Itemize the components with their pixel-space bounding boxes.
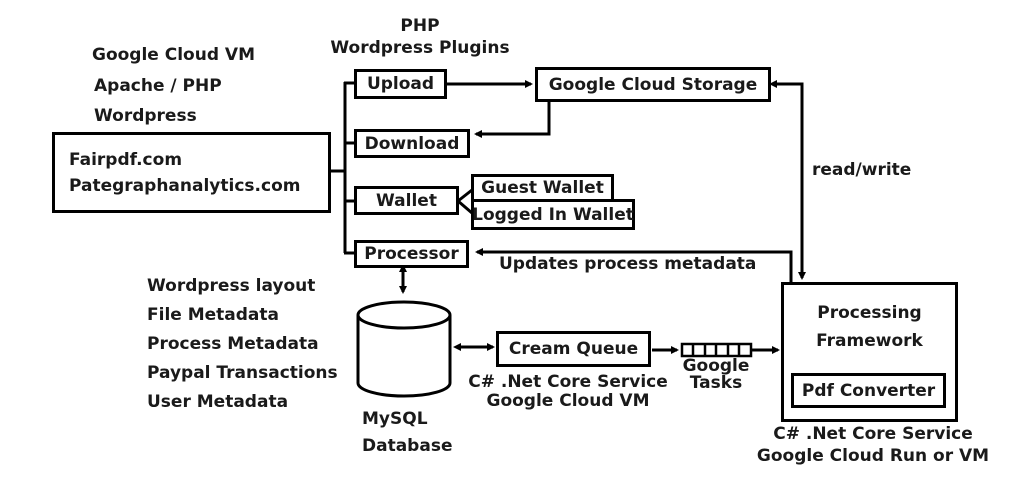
logged-in-wallet-node[interactable]: Logged In Wallet [471,199,635,230]
updates-metadata-label: Updates process metadata [499,254,757,274]
processing-framework-line2: Framework [816,331,923,351]
queue-service-line1: C# .Net Core Service [468,372,668,392]
edge-wallet-guest [457,188,473,203]
processor-node[interactable]: Processor [354,240,469,268]
edge-storage-framework [769,80,806,280]
edge-framework-processor [475,248,793,282]
web-stack-label-3: Wordpress [94,106,197,126]
processing-framework-line1: Processing [817,303,922,323]
php-plugins-label-line2: Wordpress Plugins [330,38,510,58]
queue-service-line2: Google Cloud VM [486,391,650,411]
edge-wallet-logged [457,199,473,215]
db-name-line1: MySQL [362,409,428,429]
framework-service-line1: C# .Net Core Service [773,424,973,444]
php-plugins-label-line1: PHP [400,16,440,36]
google-tasks-label-line2: Tasks [689,373,743,393]
upload-node[interactable]: Upload [354,69,447,99]
google-tasks-queue-icon [680,342,753,358]
web-stack-label-1: Google Cloud VM [92,45,256,65]
db-content-label-1: Wordpress layout [147,276,316,296]
db-content-label-3: Process Metadata [147,334,319,354]
cream-queue-node[interactable]: Cream Queue [496,331,651,367]
framework-service-line2: Google Cloud Run or VM [756,446,990,466]
sites-node-line1: Fairpdf.com [69,149,183,170]
edge-storage-download [474,99,551,138]
pdf-converter-node[interactable]: Pdf Converter [791,373,946,408]
sites-node[interactable]: Fairpdf.com Pategraphanalytics.com [52,132,331,213]
wallet-node[interactable]: Wallet [354,186,459,215]
google-tasks-label-line1: Google [682,356,750,376]
download-node[interactable]: Download [354,129,470,158]
sites-node-line2: Pategraphanalytics.com [69,175,301,196]
db-content-label-5: User Metadata [147,392,289,412]
guest-wallet-node[interactable]: Guest Wallet [471,174,614,202]
db-name-line2: Database [362,436,453,456]
database-cylinder-icon [356,300,452,398]
read-write-label: read/write [812,160,912,180]
db-content-label-4: Paypal Transactions [147,363,338,383]
web-stack-label-2: Apache / PHP [94,76,222,96]
db-content-label-2: File Metadata [147,305,279,325]
cloud-storage-node[interactable]: Google Cloud Storage [535,67,771,102]
